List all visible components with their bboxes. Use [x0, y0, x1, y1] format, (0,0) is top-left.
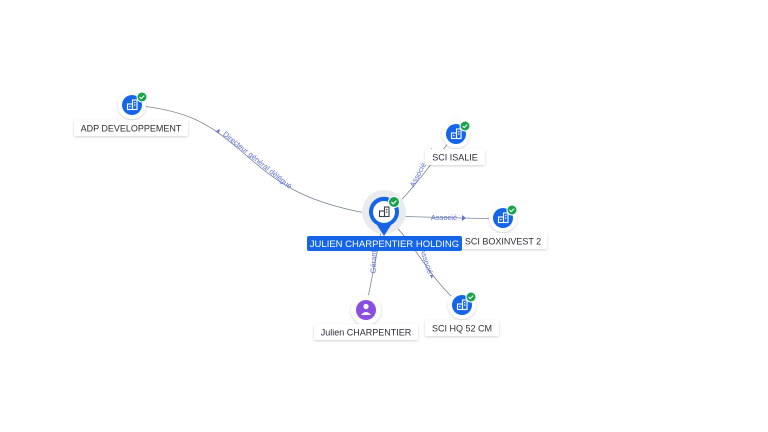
arrow-icon — [462, 215, 466, 221]
verified-check-icon — [506, 204, 518, 216]
person-icon — [356, 300, 376, 320]
arrow-icon — [430, 275, 433, 279]
node-label: SCI ISALIE — [432, 153, 478, 163]
edge-label-boxinvest: Associé — [431, 213, 457, 222]
edge-label-isalie: Associé — [408, 161, 428, 188]
arrow-icon — [216, 129, 220, 133]
verified-check-icon — [459, 120, 471, 132]
node-sci-boxinvest-2[interactable]: SCI BOXINVEST 2 — [459, 204, 547, 249]
node-label: ADP DEVELOPPEMENT — [81, 124, 182, 134]
node-label: Julien CHARPENTIER — [321, 328, 412, 338]
edge-label-julien: Gérant — [369, 249, 379, 273]
verified-check-icon — [136, 91, 148, 103]
node-sci-isalie[interactable]: SCI ISALIE — [425, 120, 485, 165]
verified-check-icon — [388, 196, 400, 208]
edge-label-adp: Directeur général délégué — [221, 129, 294, 190]
node-label: SCI BOXINVEST 2 — [465, 237, 541, 247]
center-label-bg — [307, 236, 462, 251]
verified-check-icon — [465, 291, 477, 303]
center-node[interactable]: JULIEN CHARPENTIER HOLDING — [307, 190, 462, 251]
node-julien-charpentier[interactable]: Julien CHARPENTIER — [314, 295, 418, 340]
edge-label-hq52: Associé — [418, 247, 435, 275]
company-building-icon — [378, 206, 390, 218]
node-label: SCI HQ 52 CM — [432, 324, 492, 334]
node-adp-developpement[interactable]: ADP DEVELOPPEMENT — [74, 91, 188, 136]
center-label: JULIEN CHARPENTIER HOLDING — [310, 239, 459, 250]
edge-adp — [131, 104, 385, 217]
node-sci-hq-52-cm[interactable]: SCI HQ 52 CM — [425, 291, 499, 336]
